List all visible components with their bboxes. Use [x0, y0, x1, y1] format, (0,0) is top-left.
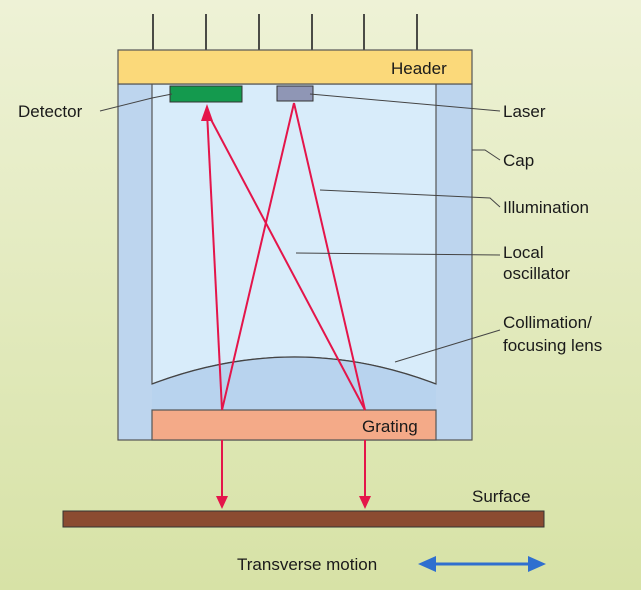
surface [62, 510, 545, 528]
leader-lines [99, 93, 501, 363]
local-oscillator-label-line1: Local [503, 243, 544, 262]
local-oscillator-label-line2: oscillator [503, 264, 570, 283]
laser-leader [309, 93, 501, 112]
detector [169, 85, 243, 103]
header-pins [152, 14, 418, 50]
header [117, 49, 473, 85]
surface-arrowhead-right [359, 496, 371, 509]
beam-return-left [206, 111, 223, 411]
illumination-leader [319, 189, 501, 208]
grating [151, 409, 437, 441]
lens-leader [394, 329, 501, 363]
beams [206, 102, 366, 500]
detector-leader [99, 93, 173, 112]
cap-label: Cap [503, 151, 534, 170]
laser [276, 85, 314, 102]
lens-surface [151, 356, 437, 385]
grating-label: Grating [362, 417, 418, 436]
cap-leader [472, 149, 501, 161]
header-label: Header [391, 59, 447, 78]
beam-arrowheads [201, 104, 371, 509]
beam-return-right [206, 111, 366, 411]
surface-arrowhead-left [216, 496, 228, 509]
beam-illumination-left [221, 102, 295, 411]
lens-label-line2: focusing lens [503, 336, 602, 355]
lens-label-line1: Collimation/ [503, 313, 592, 332]
double-arrow-icon [418, 556, 546, 572]
laser-label: Laser [503, 102, 546, 121]
detector-arrowhead [201, 104, 213, 121]
detector-label: Detector [18, 102, 83, 121]
illumination-label: Illumination [503, 198, 589, 217]
motion-label: Transverse motion [237, 555, 377, 574]
local-oscillator-leader [295, 252, 501, 256]
cavity [151, 83, 437, 385]
collimation-lens [152, 357, 436, 410]
beam-illumination-right [293, 102, 366, 411]
surface-label: Surface [472, 487, 531, 506]
